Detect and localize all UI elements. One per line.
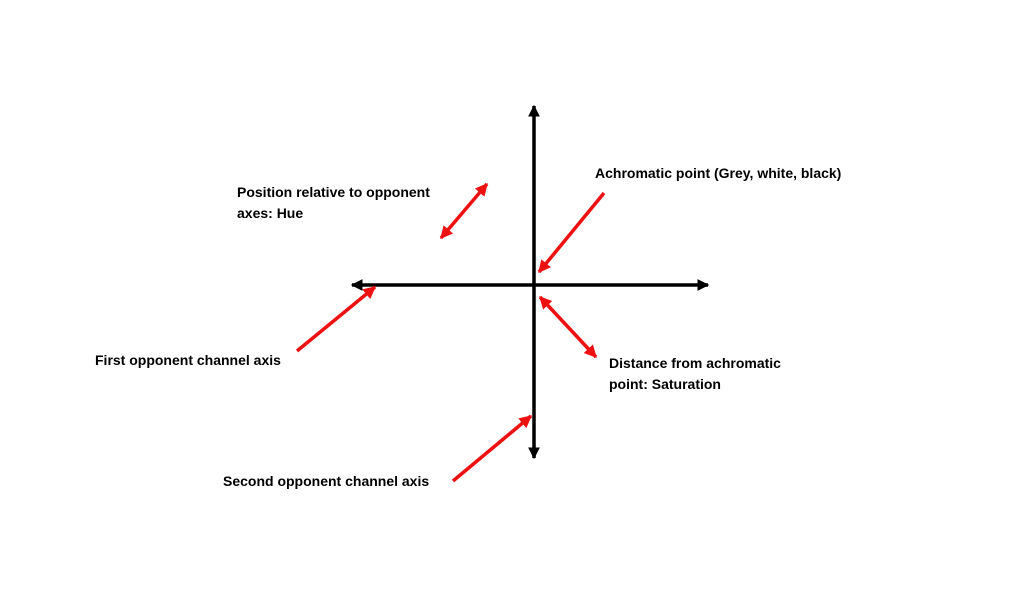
second-axis-label: Second opponent channel axis (223, 473, 430, 489)
hue-label-line2: axes: Hue (237, 205, 304, 221)
first-axis-pointer-arrow (295, 285, 377, 353)
saturation-double-arrow (538, 295, 598, 359)
saturation-label-line1: Distance from achromatic (609, 355, 781, 371)
second-axis-pointer-arrow (451, 414, 533, 483)
first-axis-label: First opponent channel axis (95, 352, 281, 368)
hue-label-line1: Position relative to opponent (237, 184, 430, 200)
saturation-label-line2: point: Saturation (609, 376, 721, 392)
achromatic-label: Achromatic point (Grey, white, black) (595, 165, 842, 181)
achromatic-pointer-arrow (537, 191, 606, 274)
hue-double-arrow (439, 182, 489, 240)
